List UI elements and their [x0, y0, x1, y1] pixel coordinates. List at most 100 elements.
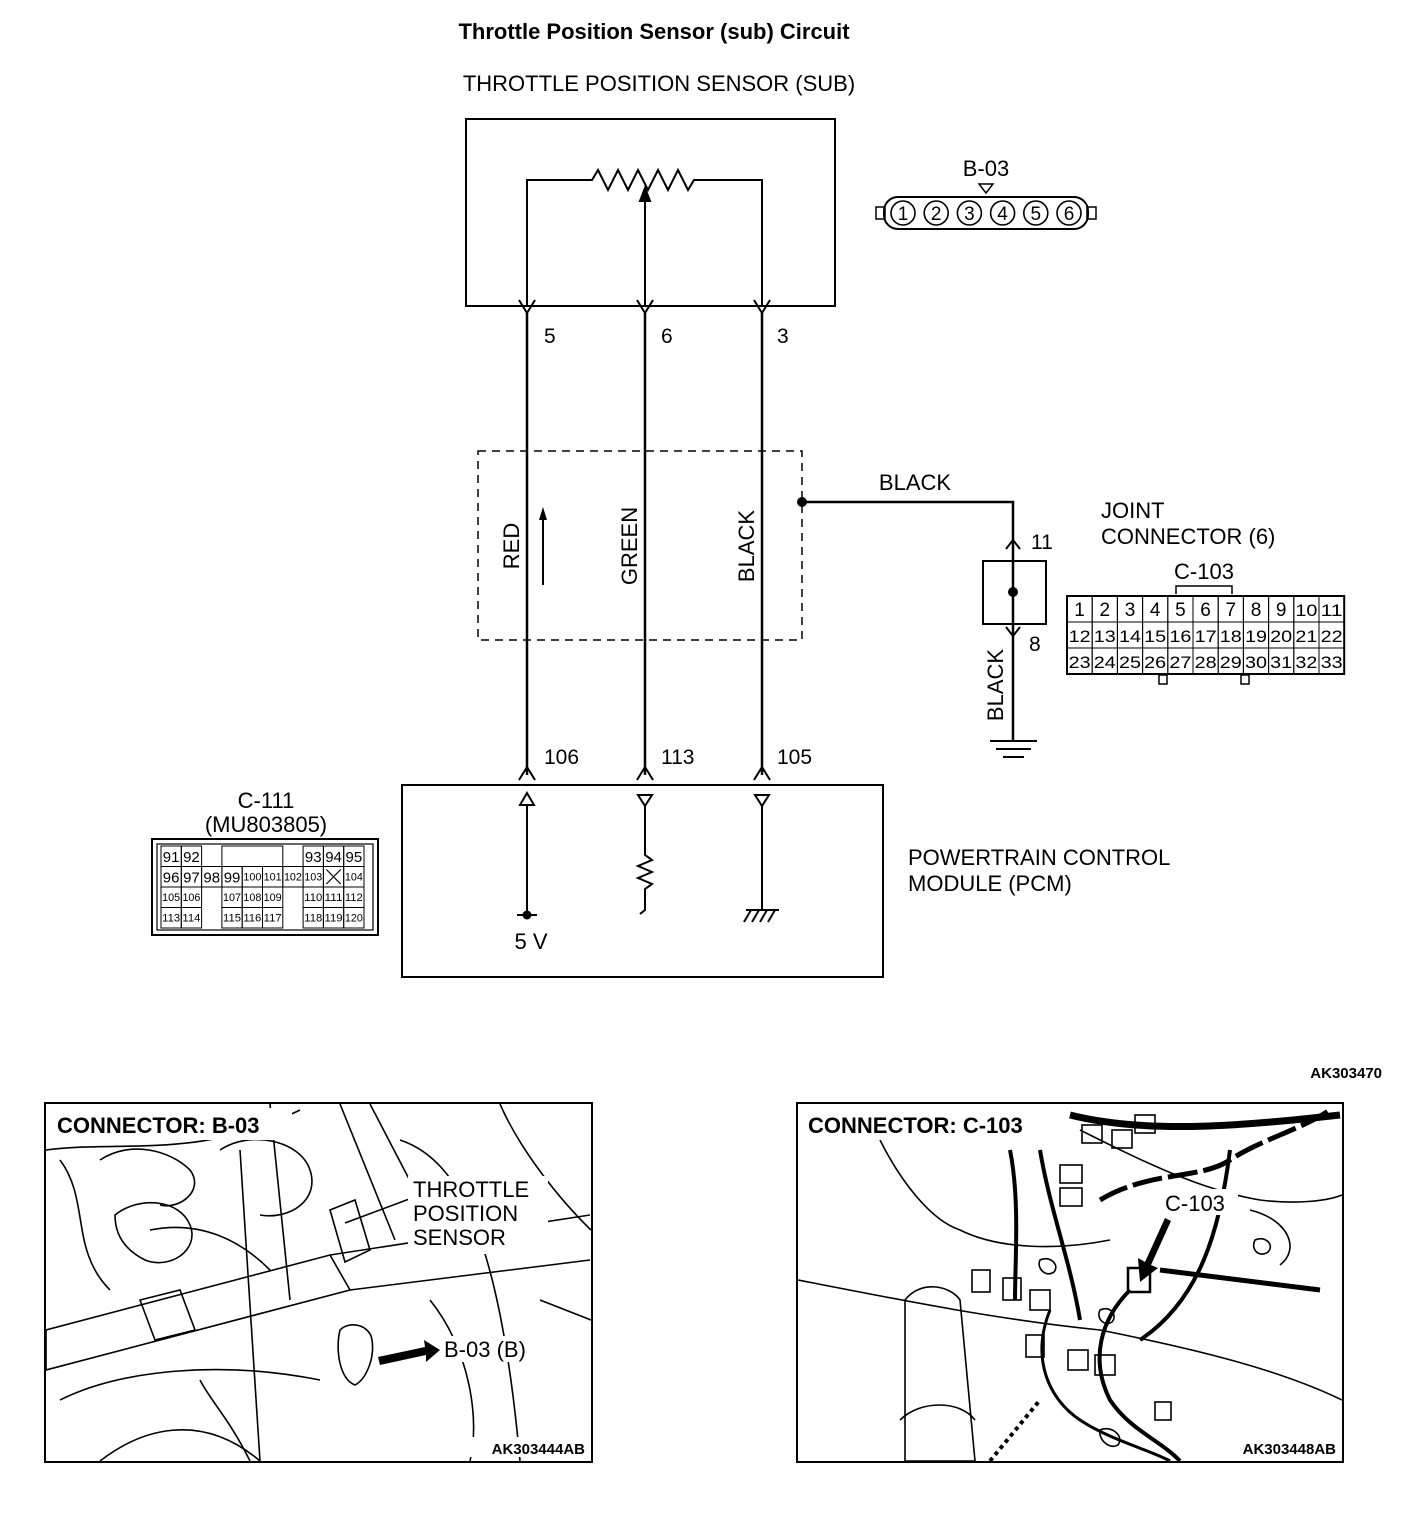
- c103-pin-number: 31: [1270, 653, 1292, 672]
- pcm-name-2: MODULE (PCM): [908, 871, 1072, 896]
- c111-pin-number: 93: [305, 849, 322, 866]
- photo-panel-c103: CONNECTOR: C-103 C-103 AK303448AB: [796, 1102, 1344, 1463]
- sensor-pin-5: 5: [544, 325, 556, 348]
- pcm-pin-106: 106: [544, 746, 579, 769]
- c103-pin-number: 25: [1119, 653, 1141, 672]
- c103-pin-number: 2: [1100, 600, 1111, 621]
- c103-pin-number: 33: [1321, 653, 1343, 672]
- pcm-box: [401, 784, 884, 978]
- c111-pin-number: 109: [264, 892, 282, 904]
- photo-right-arrow-label: C-103: [1165, 1191, 1225, 1216]
- b03-pin-cell: [989, 200, 1016, 226]
- c103-pin-number: 15: [1144, 627, 1166, 646]
- b03-pin-number: 5: [1031, 204, 1042, 225]
- connector-b03-label: B-03: [963, 156, 1009, 181]
- c111-pin-number: 92: [183, 849, 200, 866]
- c111-part-number: (MU803805): [205, 812, 327, 837]
- c111-pin-number: 97: [183, 870, 200, 887]
- c111-pin-number: 111: [325, 892, 343, 904]
- c111-pin-number: 102: [284, 872, 302, 884]
- c111-pin-number: 112: [345, 892, 363, 904]
- pcm-name-1: POWERTRAIN CONTROL: [908, 845, 1170, 870]
- c103-pin-number: 28: [1195, 653, 1217, 672]
- c111-pin-number: 116: [243, 913, 261, 925]
- c111-pin-number: 113: [162, 913, 180, 925]
- c103-pin-number: 1: [1074, 600, 1085, 621]
- joint-connector-name-2: CONNECTOR (6): [1101, 524, 1275, 549]
- c111-pin-number: 100: [243, 872, 261, 884]
- wires: [525, 313, 764, 775]
- c103-pin-number: 8: [1251, 600, 1262, 621]
- diagram-title: Throttle Position Sensor (sub) Circuit: [458, 19, 850, 44]
- c111-pin-number: 118: [304, 913, 322, 925]
- pcm-pin-arrows: [518, 765, 771, 781]
- photo-left-callout-1: THROTTLE: [413, 1177, 529, 1202]
- b03-pin-cell: [956, 200, 983, 226]
- pcm-resistor: [635, 794, 655, 915]
- joint-pin-8: 8: [1029, 633, 1041, 656]
- c111-pin-number: 98: [203, 870, 220, 887]
- pcm-pin-113: 113: [661, 746, 694, 769]
- c103-pin-number: 11: [1321, 601, 1343, 620]
- c111-pin-number: 119: [325, 913, 343, 925]
- b03-pin-number: 4: [997, 204, 1008, 225]
- c103-pin-number: 13: [1094, 627, 1116, 646]
- photo-left-arrow-label: B-03 (B): [444, 1337, 526, 1362]
- wire-color-black: BLACK: [734, 510, 759, 582]
- c103-pin-number: 9: [1276, 600, 1287, 621]
- c111-pin-number: 105: [162, 892, 180, 904]
- c103-pin-number: 27: [1169, 653, 1191, 672]
- c111-pin-number: 101: [264, 872, 282, 884]
- sensor-pin-3: 3: [777, 325, 789, 348]
- photo-left-callout-2: POSITION: [413, 1201, 518, 1226]
- c103-pin-cell: [1318, 647, 1345, 675]
- c103-pin-number: 26: [1144, 653, 1166, 672]
- potentiometer: [526, 167, 763, 305]
- diagram-id: AK303470: [1310, 1065, 1382, 1082]
- c111-pin-number: 94: [325, 849, 342, 866]
- sensor-name: THROTTLE POSITION SENSOR (SUB): [463, 71, 855, 96]
- c103-pin-number: 32: [1295, 653, 1317, 672]
- pcm-5v-source: [517, 791, 537, 920]
- photo-left-title: CONNECTOR: B-03: [57, 1113, 260, 1138]
- c111-pin-number: 99: [224, 870, 241, 887]
- joint-pin-11: 11: [1031, 531, 1053, 554]
- wire-color-red: RED: [499, 523, 524, 569]
- c111-pin-number: 117: [264, 913, 282, 925]
- b03-pin-cell: [1056, 200, 1082, 226]
- c111-pin-number: 91: [163, 849, 180, 866]
- c103-pin-number: 3: [1125, 600, 1136, 621]
- wire-color-black-top: BLACK: [879, 470, 951, 495]
- dashboard-illustration: [798, 1107, 1342, 1461]
- photo-panel-b03: CONNECTOR: B-03 THROTTLE POSITION SENSOR…: [44, 1102, 593, 1463]
- c103-pin-number: 14: [1119, 627, 1141, 646]
- c103-pin-number: 7: [1226, 600, 1237, 621]
- c111-pin-number: 103: [304, 872, 322, 884]
- c111-label: C-111: [238, 788, 295, 813]
- wire-color-black-ground: BLACK: [983, 649, 1008, 721]
- c103-pin-number: 18: [1220, 627, 1242, 646]
- photo-right-id: AK303448AB: [1243, 1441, 1337, 1458]
- c103-pin-number: 21: [1295, 627, 1317, 646]
- b03-pin-number: 6: [1064, 204, 1075, 225]
- b03-pin-cell: [890, 200, 916, 226]
- c111-pin-number: 107: [223, 892, 241, 904]
- c111-pin-number: 104: [345, 872, 363, 884]
- c111-pin-number: 95: [346, 849, 363, 866]
- c103-pin-number: 12: [1069, 627, 1091, 646]
- c103-pin-number: 24: [1094, 653, 1116, 672]
- pcm-pin-105: 105: [777, 746, 812, 769]
- harness-box: [477, 450, 803, 641]
- c103-pin-number: 17: [1195, 627, 1217, 646]
- c103-pin-number: 29: [1220, 653, 1242, 672]
- c111-pin-number: 114: [182, 913, 200, 925]
- c111-pin-cell: [180, 907, 203, 929]
- c103-pin-number: 10: [1295, 601, 1317, 620]
- b03-pin-number: 3: [964, 204, 975, 225]
- c103-pin-number: 5: [1175, 600, 1186, 621]
- c111-pin-number: 120: [345, 913, 363, 925]
